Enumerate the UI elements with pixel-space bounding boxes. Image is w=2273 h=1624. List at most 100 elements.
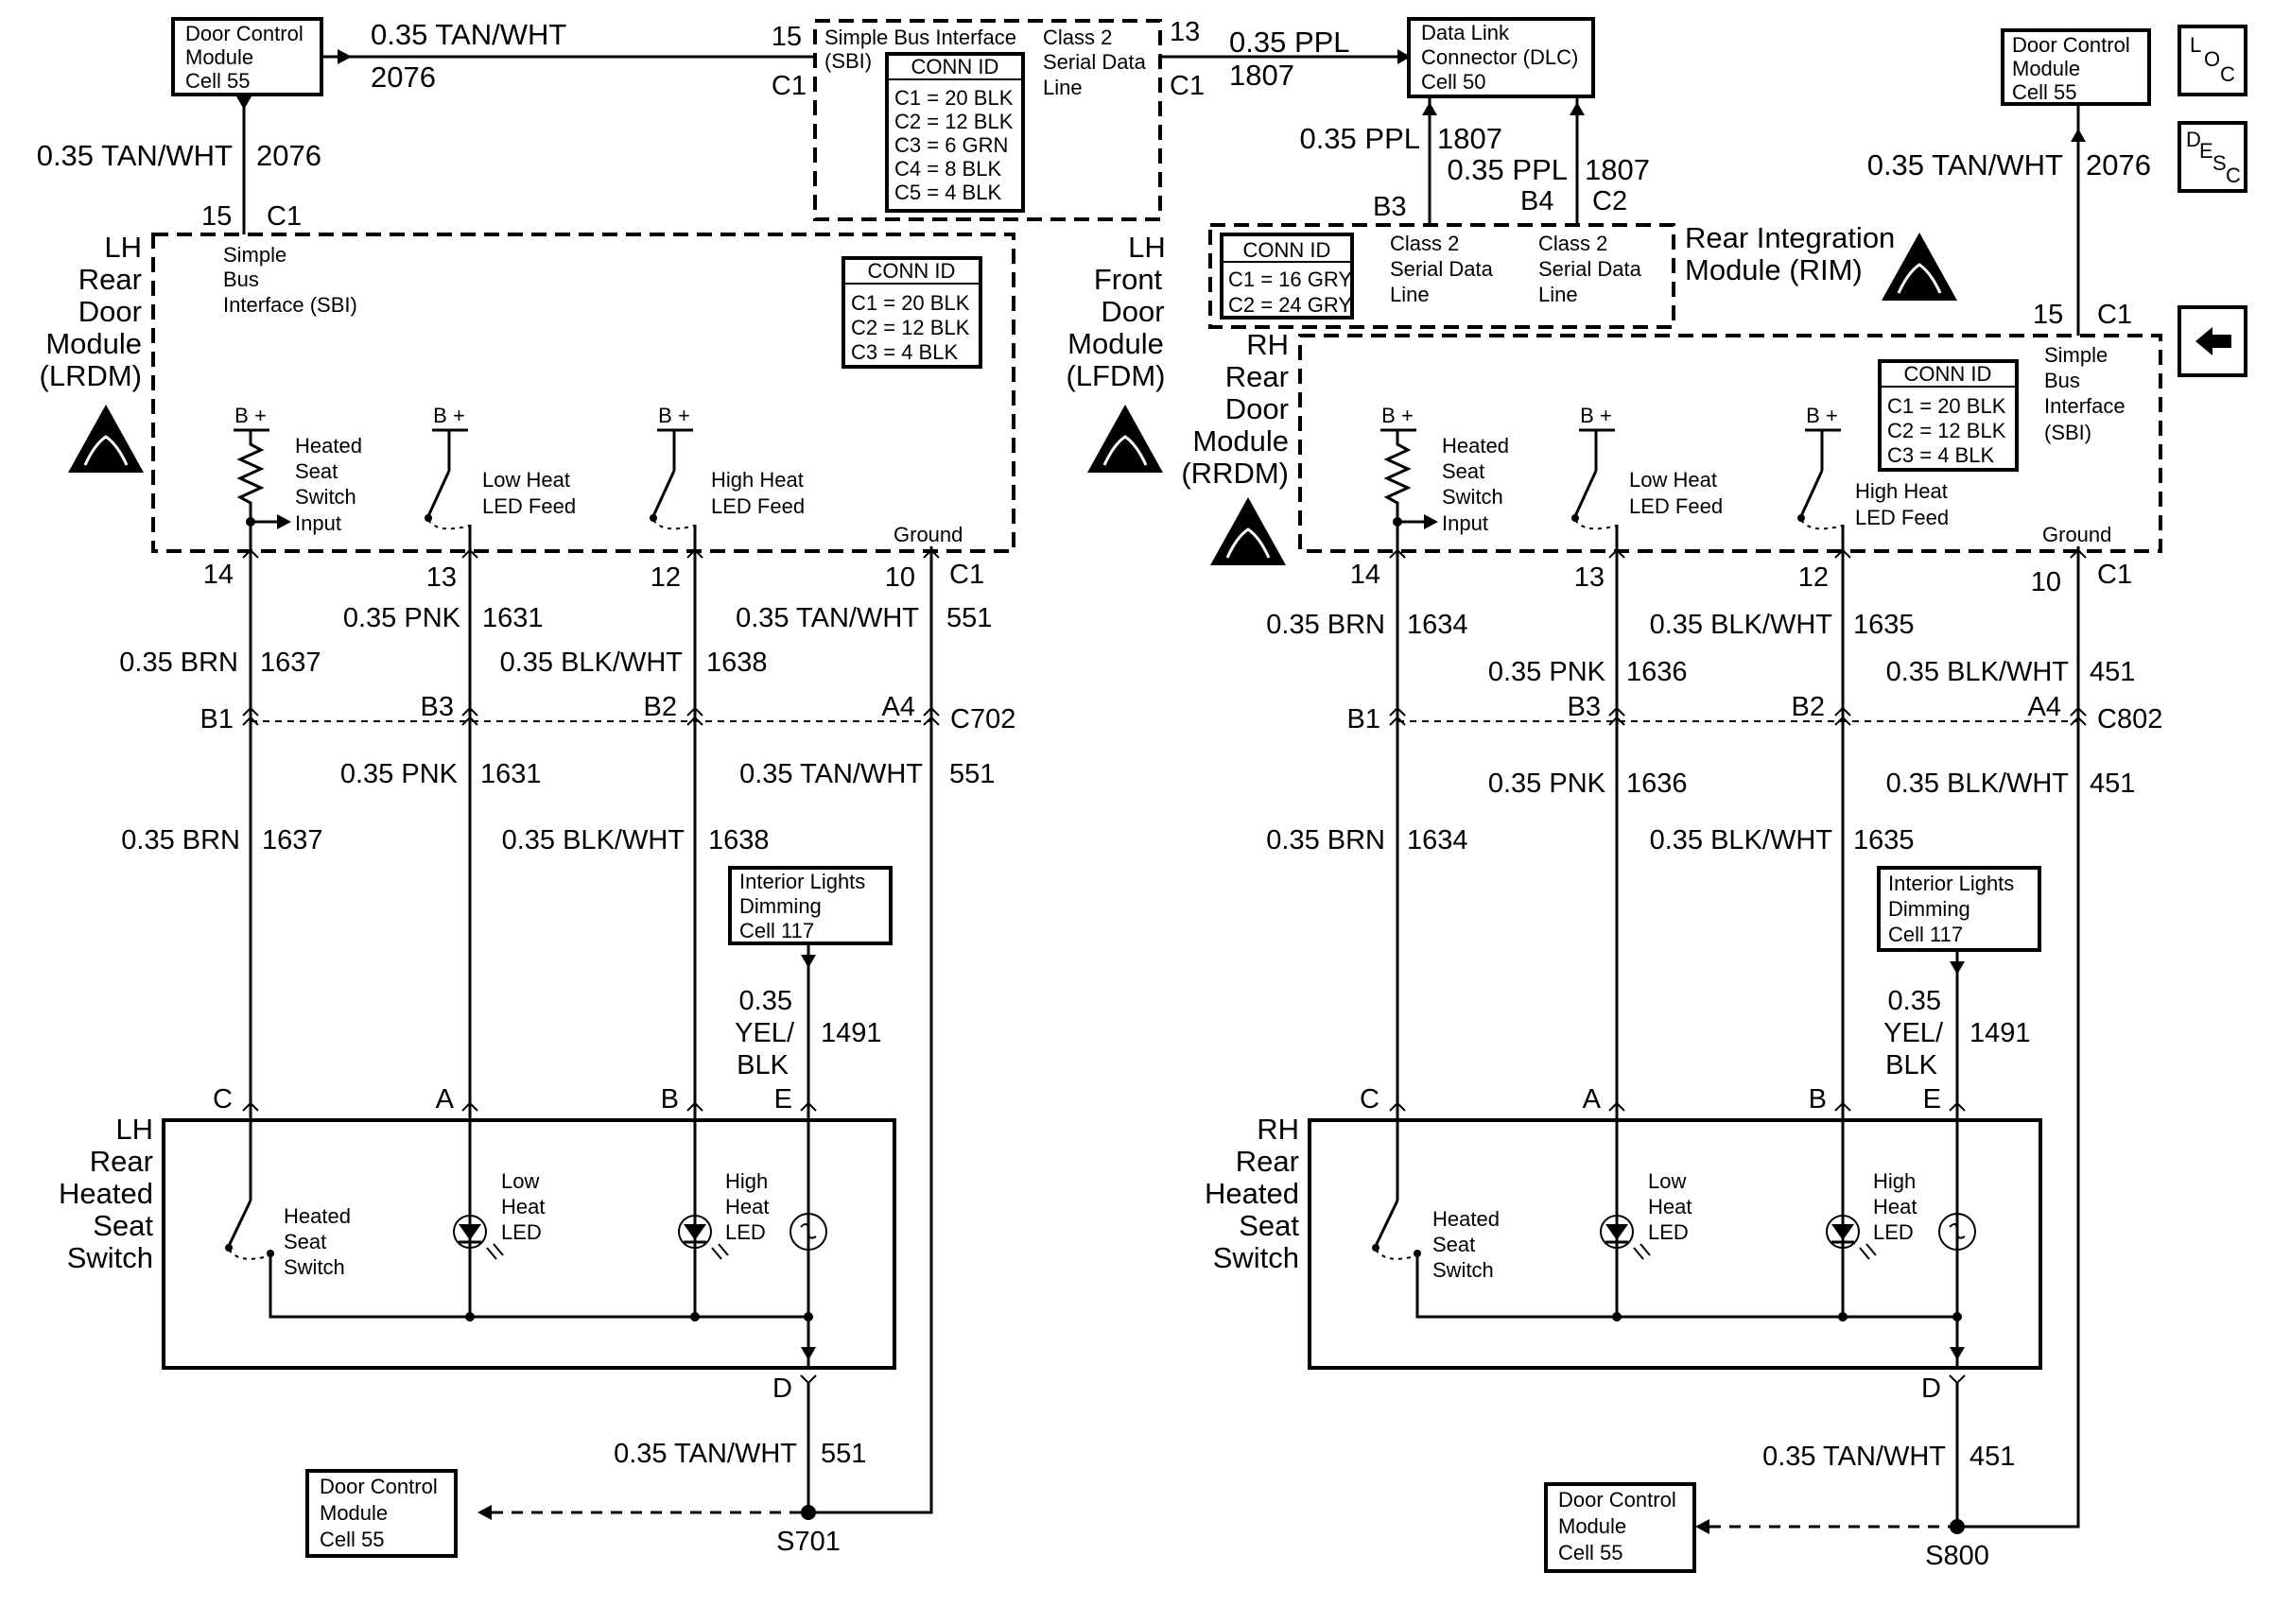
splice-dot	[801, 1505, 816, 1520]
low-heat-led	[1600, 1120, 1651, 1322]
rim-box: CONN ID C1 = 16 GRY C2 = 24 GRY Class 2 …	[1208, 223, 1675, 329]
dlc-line3: Cell 50	[1421, 70, 1485, 94]
rrdm-name-line1: RH	[1246, 328, 1289, 361]
lfdm-conn-id-title: CONN ID	[911, 55, 999, 78]
wire-color-label: 0.35 BLK/WHT	[502, 825, 685, 855]
dlc-line1: Data Link	[1421, 21, 1510, 44]
back-arrow-icon[interactable]	[2178, 305, 2247, 377]
arrow-left-icon	[1695, 1519, 1709, 1534]
circuit-number-label: 551	[949, 759, 995, 789]
lfdm-name-line1: LH	[1128, 231, 1166, 264]
high-heat-led-line3: LED	[725, 1220, 766, 1244]
high-heat-internal-switch	[650, 430, 697, 551]
circuit-number-label: 1631	[482, 603, 544, 633]
rrdm-name-line5: (RRDM)	[1181, 457, 1289, 490]
lfdm-name-line3: Door	[1101, 295, 1164, 328]
lrdm-sbi-line3: Interface (SBI)	[223, 293, 357, 317]
switch-ground-pin: D	[1921, 1373, 1941, 1404]
desc-letter: C	[2226, 164, 2241, 187]
lfdm-name-line5: (LFDM)	[1066, 359, 1165, 392]
heated-seat-switch-line2: Seat	[284, 1230, 326, 1253]
dcm-top-left-line3: Cell 55	[185, 69, 250, 93]
lfdm-name-line4: Module	[1067, 327, 1164, 360]
heated-seat-input-line2: Seat	[295, 459, 338, 483]
heated-seat-input-line2: Seat	[1442, 459, 1484, 483]
high-heat-feed-line1: High Heat	[711, 468, 804, 492]
lh-section: 15 C1 LH Rear Door Module (LRDM) Simple …	[40, 201, 1015, 1558]
lfdm-conn-c1-left: C1	[772, 71, 807, 101]
circuit-left-drop: 2076	[256, 139, 321, 172]
dimming-wire-line2: YEL/	[735, 1018, 795, 1048]
rh-switch-name-line5: Switch	[1213, 1241, 1299, 1274]
arrow-down-icon	[236, 96, 252, 110]
description-icon[interactable]: D E S C	[2178, 121, 2247, 193]
lfdm-class2-line1: Class 2	[1043, 26, 1112, 49]
arrow-up-icon	[1422, 102, 1437, 115]
high-heat-led-line2: Heat	[1873, 1195, 1917, 1218]
door-control-module-top-left: Door Control Module Cell 55	[171, 17, 323, 96]
rrdm-name-line3: Door	[1225, 392, 1289, 425]
wire-color-label: 0.35 BLK/WHT	[1650, 825, 1833, 855]
wire-color-label: 0.35 PNK	[340, 759, 459, 789]
rim-conn-id-row: C1 = 16 GRY	[1228, 268, 1352, 291]
high-heat-feed-line2: LED Feed	[1855, 506, 1949, 529]
wire-label-dlc: 0.35 PPL	[1229, 26, 1350, 59]
wire-color-label: 0.35 TAN/WHT	[736, 603, 919, 633]
lrdm-pin-15: 15	[201, 201, 232, 232]
bplus-label: B +	[1580, 404, 1612, 427]
rrdm-conn-id-row: C3 = 4 BLK	[1887, 443, 1994, 467]
rrdm-pin-number: 14	[1350, 560, 1380, 590]
ground-circuit-label: 451	[1969, 1442, 2015, 1472]
door-control-module-bottom-left: Door Control Module Cell 55	[305, 1469, 458, 1558]
low-heat-feed-line2: LED Feed	[1629, 494, 1723, 518]
circuit-rim-b4: 1807	[1585, 153, 1650, 186]
pull-up-resistor	[1383, 430, 1438, 551]
lrdm-conn-id-row: C2 = 12 BLK	[851, 316, 970, 339]
wire-color-label: 0.35 BLK/WHT	[1886, 657, 2070, 687]
dcm-top-left-line2: Module	[185, 45, 253, 69]
circuit-number-label: 551	[946, 603, 992, 633]
loc-letter: L	[2190, 33, 2201, 57]
c702-connector-label: C702	[950, 704, 1015, 734]
rrdm-name-line4: Module	[1192, 424, 1289, 458]
dimming-circuit: 1491	[1969, 1018, 2031, 1048]
interior-lights-line3: Cell 117	[1888, 923, 1963, 946]
rim-class2-right-line1: Class 2	[1538, 232, 1607, 255]
loc-letter: O	[2204, 47, 2220, 71]
heated-seat-input-line4: Input	[1442, 511, 1488, 535]
rh-switch-name-line4: Seat	[1239, 1209, 1299, 1242]
heated-seat-switch	[1372, 1120, 1957, 1319]
lfdm-conn-id-row: C4 = 8 BLK	[894, 157, 1001, 181]
dimming-wire-line1: 0.35	[739, 986, 792, 1016]
wire-color-label: 0.35 BLK/WHT	[1886, 769, 2070, 799]
low-heat-led-line3: LED	[501, 1220, 542, 1244]
wire-color-label: 0.35 BRN	[121, 825, 240, 855]
high-heat-led	[1826, 1120, 1877, 1322]
lrdm-sbi-line1: Simple	[223, 243, 286, 267]
splice-label: S800	[1925, 1541, 1989, 1571]
location-icon[interactable]: L O C	[2178, 25, 2247, 96]
low-heat-led-line2: Heat	[501, 1195, 545, 1218]
rrdm-conn-id-row: C1 = 20 BLK	[1887, 394, 2006, 418]
arrow-down-icon	[801, 955, 816, 968]
dimming-wire-line2: YEL/	[1883, 1018, 1944, 1048]
rim-class2-left-line2: Serial Data	[1390, 257, 1494, 281]
interior-lights-line1: Interior Lights	[1888, 872, 2014, 895]
esd-warning-icon	[1087, 405, 1163, 473]
dlc-box: Data Link Connector (DLC) Cell 50	[1407, 17, 1595, 98]
lfdm-conn-id-row: C2 = 12 BLK	[894, 110, 1014, 133]
switch-pin: C	[213, 1084, 233, 1114]
heated-seat-switch-line1: Heated	[1432, 1207, 1500, 1231]
interior-lights-dimming-box: Interior Lights Dimming Cell 117	[1877, 866, 2041, 952]
lrdm-conn-id-table: CONN ID C1 = 20 BLK C2 = 12 BLK C3 = 4 B…	[842, 256, 982, 369]
dcm-top-right-line2: Module	[2012, 57, 2080, 80]
interior-lights-line2: Dimming	[1888, 897, 1970, 921]
bplus-label: B +	[433, 404, 465, 427]
low-heat-internal-switch	[425, 430, 472, 551]
c702-pin: B3	[421, 692, 454, 722]
lfdm-pin-15: 15	[772, 22, 802, 52]
wire-label-right-drop: 0.35 TAN/WHT	[1867, 148, 2063, 181]
heated-seat-input-line3: Switch	[1442, 485, 1503, 509]
top-section: Door Control Module Cell 55 0.35 TAN/WHT…	[37, 17, 2247, 473]
